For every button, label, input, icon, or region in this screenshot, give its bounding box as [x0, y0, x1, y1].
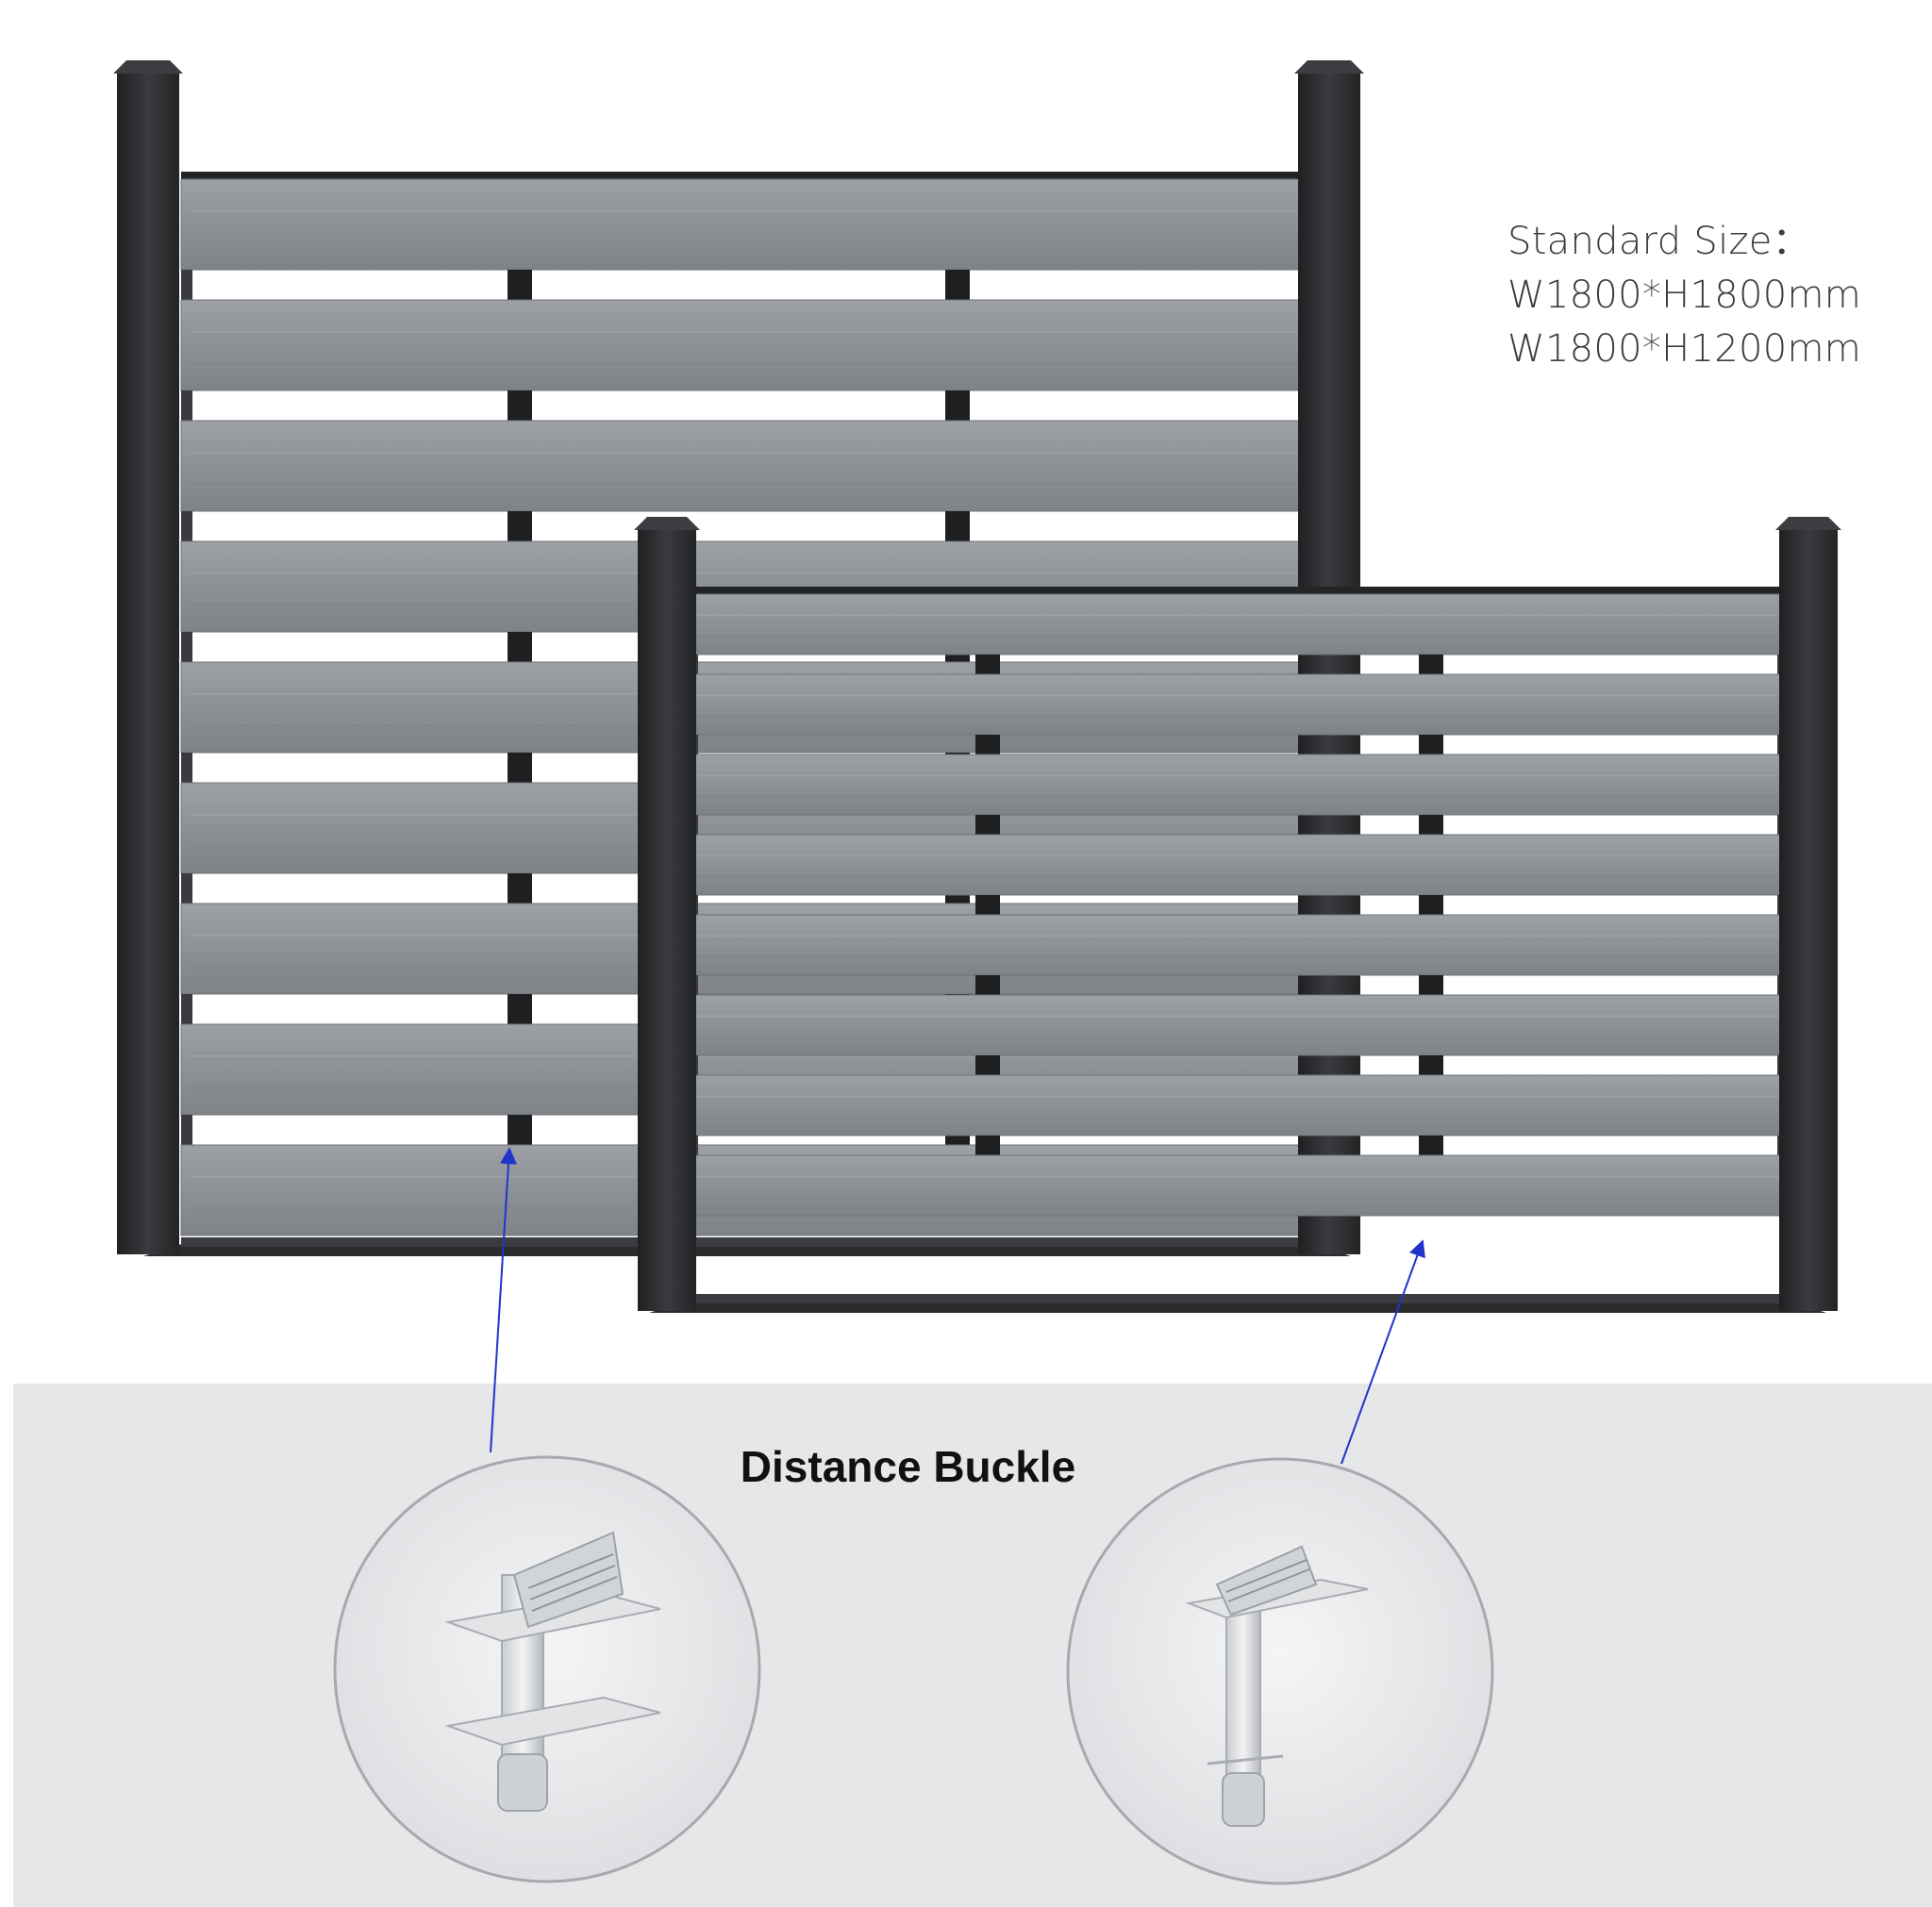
fence-board	[686, 1074, 1790, 1136]
post-cap	[634, 517, 700, 530]
distance-buckle	[975, 1136, 1000, 1155]
rail-clip	[181, 1115, 192, 1145]
rail-clip	[181, 511, 192, 541]
distance-buckle-title: Distance Buckle	[740, 1442, 1076, 1491]
buckle-detail-left	[333, 1455, 761, 1883]
fence-board	[180, 299, 1314, 391]
distance-buckle	[508, 270, 532, 300]
buckle-detail-right	[1066, 1457, 1494, 1885]
distance-buckle	[1419, 975, 1443, 995]
fence-board	[686, 1154, 1790, 1217]
distance-buckle	[1419, 1055, 1443, 1075]
pointer-arrow-left	[490, 1147, 517, 1453]
rail-clip	[181, 270, 192, 300]
distance-buckle	[508, 994, 532, 1024]
distance-buckle	[945, 270, 970, 300]
rail-clip	[181, 390, 192, 421]
buckle-left-icon	[444, 1531, 661, 1812]
rail-clip	[181, 873, 192, 904]
distance-buckle	[508, 1115, 532, 1145]
rail-clip	[181, 632, 192, 662]
post-cap	[1294, 60, 1364, 74]
distance-buckle	[975, 975, 1000, 995]
rail-clip	[181, 994, 192, 1024]
standard-size-title: Standard Size：	[1507, 220, 1810, 263]
distance-buckle	[1419, 1136, 1443, 1155]
distance-buckle	[945, 390, 970, 421]
post-cap	[113, 60, 183, 74]
fence-board	[686, 914, 1790, 976]
fence-board	[686, 834, 1790, 896]
rail-clip	[181, 753, 192, 783]
fence-panel-short	[634, 517, 1841, 1313]
distance-buckle	[1419, 895, 1443, 915]
fence-post	[1298, 70, 1360, 1254]
distance-buckle	[945, 511, 970, 541]
standard-size-1200: W1800*H1200mm	[1507, 327, 1862, 371]
fence-board	[686, 593, 1790, 655]
top-rail	[687, 587, 1789, 596]
fence-board	[686, 994, 1790, 1056]
bottom-rail	[181, 1237, 1313, 1247]
standard-size-1800: W1800*H1800mm	[1507, 274, 1862, 317]
fence-board	[180, 420, 1314, 512]
fence-board	[686, 673, 1790, 736]
distance-buckle	[508, 753, 532, 783]
distance-buckle	[1419, 735, 1443, 755]
bottom-rail	[687, 1294, 1789, 1303]
distance-buckle	[508, 632, 532, 662]
distance-buckle	[508, 873, 532, 904]
pointer-arrow-right	[1341, 1239, 1425, 1465]
fence-board	[180, 178, 1314, 271]
fence-post	[117, 70, 179, 1254]
distance-buckle	[1419, 815, 1443, 835]
fence-post	[1779, 526, 1838, 1311]
top-rail	[181, 172, 1313, 181]
distance-buckle	[508, 390, 532, 421]
fence-board	[686, 754, 1790, 816]
distance-buckle	[975, 1055, 1000, 1075]
distance-buckle	[508, 511, 532, 541]
distance-buckle	[975, 815, 1000, 835]
distance-buckle	[975, 735, 1000, 755]
distance-buckle	[1419, 655, 1443, 674]
fence-post	[638, 526, 696, 1311]
buckle-right-icon	[1185, 1545, 1369, 1827]
post-cap	[1775, 517, 1841, 530]
distance-buckle	[975, 655, 1000, 674]
distance-buckle	[975, 895, 1000, 915]
background-panel	[13, 1384, 1932, 1907]
